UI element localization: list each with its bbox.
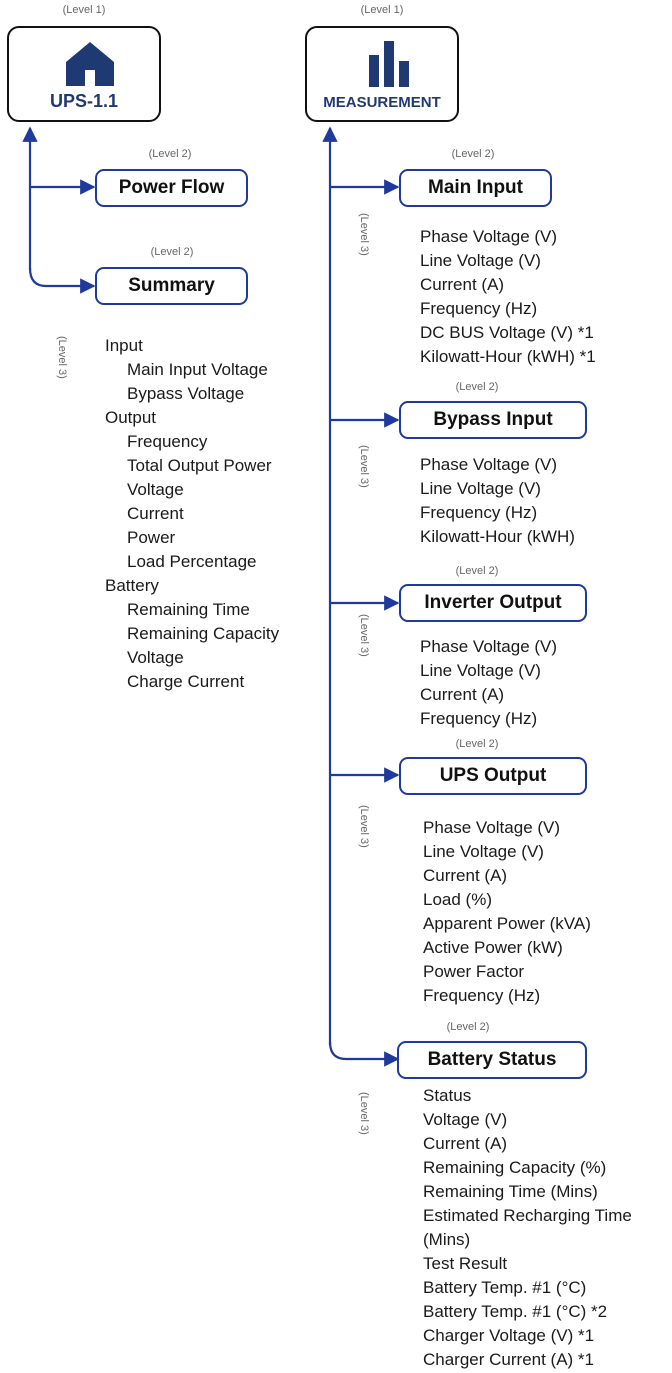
summary-item: Main Input Voltage	[127, 360, 268, 379]
battery-status-item: Remaining Time (Mins)	[423, 1182, 598, 1201]
power-flow-label: Power Flow	[118, 177, 225, 198]
battery-status-item: Charger Current (A) *1	[423, 1350, 595, 1369]
level-1-label-ups: (Level 1)	[62, 4, 106, 16]
ups-output-item: Phase Voltage (V)	[423, 818, 561, 837]
battery-status-item: Battery Temp. #1 (°C)	[423, 1278, 587, 1297]
summary-connector	[28, 267, 96, 294]
summary-item: Remaining Time	[127, 600, 250, 619]
main-input-item: Frequency (Hz)	[420, 299, 538, 318]
main-input-item: Line Voltage (V)	[420, 251, 541, 270]
inverter-output-item: Frequency (Hz)	[420, 709, 538, 728]
summary-item: Bypass Voltage	[127, 384, 245, 403]
bypass-input-node[interactable]: Bypass Input	[399, 401, 587, 439]
power-flow-node[interactable]: Power Flow	[95, 169, 248, 207]
level-2-label-summary: (Level 2)	[150, 246, 194, 258]
level-2-label-main-input: (Level 2)	[451, 148, 495, 160]
battery-status-node[interactable]: Battery Status	[397, 1041, 587, 1079]
inverter-output-node[interactable]: Inverter Output	[399, 584, 587, 622]
inverter-output-item: Phase Voltage (V)	[420, 637, 558, 656]
level-3-label-summary: (Level 3)	[56, 336, 68, 379]
bypass-input-item: Frequency (Hz)	[420, 503, 538, 522]
main-input-node[interactable]: Main Input	[399, 169, 552, 207]
inverter-output-item-list: Phase Voltage (V) Line Voltage (V) Curre…	[420, 635, 557, 731]
summary-item: Voltage	[127, 480, 184, 499]
bypass-input-item-list: Phase Voltage (V) Line Voltage (V) Frequ…	[420, 453, 575, 549]
level-2-label-power-flow: (Level 2)	[148, 148, 192, 160]
ups-output-item: Frequency (Hz)	[423, 986, 541, 1005]
battery-status-item: Voltage (V)	[423, 1110, 508, 1129]
level-2-label-inverter-output: (Level 2)	[455, 565, 499, 577]
summary-node[interactable]: Summary	[95, 267, 248, 305]
main-input-item: Kilowatt-Hour (kWH) *1	[420, 347, 596, 366]
level-2-label-battery-status: (Level 2)	[446, 1021, 490, 1033]
level-3-label-battery-status: (Level 3)	[358, 1092, 370, 1135]
ups-output-item-list: Phase Voltage (V) Line Voltage (V) Curre…	[423, 816, 591, 1008]
level-3-label-ups-output: (Level 3)	[358, 805, 370, 848]
battery-status-item: (Mins)	[423, 1230, 471, 1249]
summary-group-title: Output	[105, 408, 157, 427]
summary-item: Total Output Power	[127, 456, 272, 475]
summary-item-list: Input Main Input Voltage Bypass Voltage …	[105, 334, 279, 694]
main-input-item: Phase Voltage (V)	[420, 227, 558, 246]
ups-output-item: Power Factor	[423, 962, 525, 981]
summary-item: Frequency	[127, 432, 208, 451]
summary-item: Voltage	[127, 648, 184, 667]
level-3-label-inverter-output: (Level 3)	[358, 614, 370, 657]
battery-status-item: Estimated Recharging Time	[423, 1206, 632, 1225]
level-2-label-ups-output: (Level 2)	[455, 738, 499, 750]
ups-output-item: Apparent Power (kVA)	[423, 914, 591, 933]
main-input-item-list: Phase Voltage (V) Line Voltage (V) Curre…	[420, 225, 596, 369]
summary-item: Current	[127, 504, 184, 523]
ups-output-label: UPS Output	[439, 765, 547, 786]
inverter-output-label: Inverter Output	[424, 592, 562, 613]
battery-status-item: Current (A)	[423, 1134, 508, 1153]
ups-output-item: Current (A)	[423, 866, 508, 885]
battery-status-item-list: Status Voltage (V) Current (A) Remaining…	[423, 1084, 632, 1372]
main-input-item: Current (A)	[420, 275, 505, 294]
level-2-label-bypass-input: (Level 2)	[455, 381, 499, 393]
measurement-node[interactable]: MEASUREMENT	[305, 26, 459, 122]
level-1-label-measurement: (Level 1)	[360, 4, 404, 16]
ups-node[interactable]: UPS-1.1	[7, 26, 161, 122]
bar-chart-icon	[369, 41, 409, 87]
level-3-label-bypass-input: (Level 3)	[358, 445, 370, 488]
summary-item: Load Percentage	[127, 552, 257, 571]
main-input-item: DC BUS Voltage (V) *1	[420, 323, 594, 342]
bypass-input-item: Line Voltage (V)	[420, 479, 541, 498]
main-input-label: Main Input	[428, 177, 523, 198]
ups-output-node[interactable]: UPS Output	[399, 757, 587, 795]
battery-status-item: Remaining Capacity (%)	[423, 1158, 607, 1177]
ups-node-label: UPS-1.1	[49, 91, 119, 111]
battery-status-item: Charger Voltage (V) *1	[423, 1326, 595, 1345]
battery-status-connector	[328, 1041, 400, 1067]
bypass-input-item: Kilowatt-Hour (kWH)	[420, 527, 575, 546]
battery-status-item: Status	[423, 1086, 472, 1105]
bypass-input-item: Phase Voltage (V)	[420, 455, 558, 474]
summary-group-title: Battery	[105, 576, 159, 595]
home-icon	[66, 42, 114, 86]
inverter-output-item: Current (A)	[420, 685, 505, 704]
battery-status-item: Battery Temp. #1 (°C) *2	[423, 1302, 608, 1321]
battery-status-item: Test Result	[423, 1254, 508, 1273]
level-3-label-main-input: (Level 3)	[358, 213, 370, 256]
measurement-node-label: MEASUREMENT	[323, 94, 441, 111]
ups-output-item: Load (%)	[423, 890, 492, 909]
summary-label: Summary	[128, 275, 215, 296]
summary-item: Charge Current	[127, 672, 245, 691]
bypass-input-label: Bypass Input	[433, 409, 553, 430]
inverter-output-item: Line Voltage (V)	[420, 661, 541, 680]
battery-status-label: Battery Status	[427, 1049, 557, 1070]
ups-output-item: Active Power (kW)	[423, 938, 563, 957]
summary-group-title: Input	[105, 336, 143, 355]
summary-item: Power	[127, 528, 176, 547]
ups-output-item: Line Voltage (V)	[423, 842, 544, 861]
summary-item: Remaining Capacity	[127, 624, 280, 643]
